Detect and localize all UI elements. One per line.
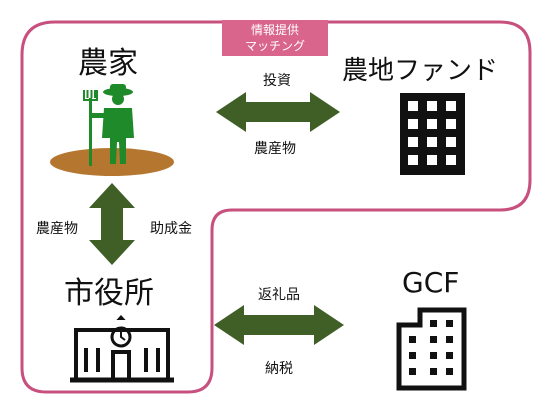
- flow-subsidy-label: 助成金: [150, 221, 192, 237]
- flow-produce-to-city-label: 農産物: [36, 221, 78, 237]
- flow-return-gift-label: 返礼品: [258, 287, 300, 303]
- farmer-label: 農家: [78, 46, 138, 81]
- flow-tax-payment-label: 納税: [265, 361, 293, 377]
- info-matching-tag-line2: マッチング: [244, 39, 305, 53]
- city-label: 市役所: [64, 276, 154, 311]
- gcf-label: GCF: [402, 266, 460, 299]
- info-matching-tag: 情報提供 マッチング: [222, 20, 328, 56]
- region-frame: [20, 20, 532, 394]
- gcf-building-icon: [396, 307, 467, 391]
- flow-produce-to-fund-label: 農産物: [254, 141, 296, 157]
- info-matching-tag-line1: 情報提供: [250, 23, 299, 37]
- flow-investment-label: 投資: [263, 73, 291, 89]
- farmer-city-arrow: [89, 183, 135, 265]
- city-hall-icon: [70, 315, 174, 383]
- farmer-icon: [50, 84, 174, 176]
- farmer-fund-arrow: [216, 92, 340, 132]
- city-gcf-arrow: [214, 305, 344, 345]
- fund-label: 農地ファンド: [342, 56, 499, 86]
- office-building-icon: [400, 93, 465, 175]
